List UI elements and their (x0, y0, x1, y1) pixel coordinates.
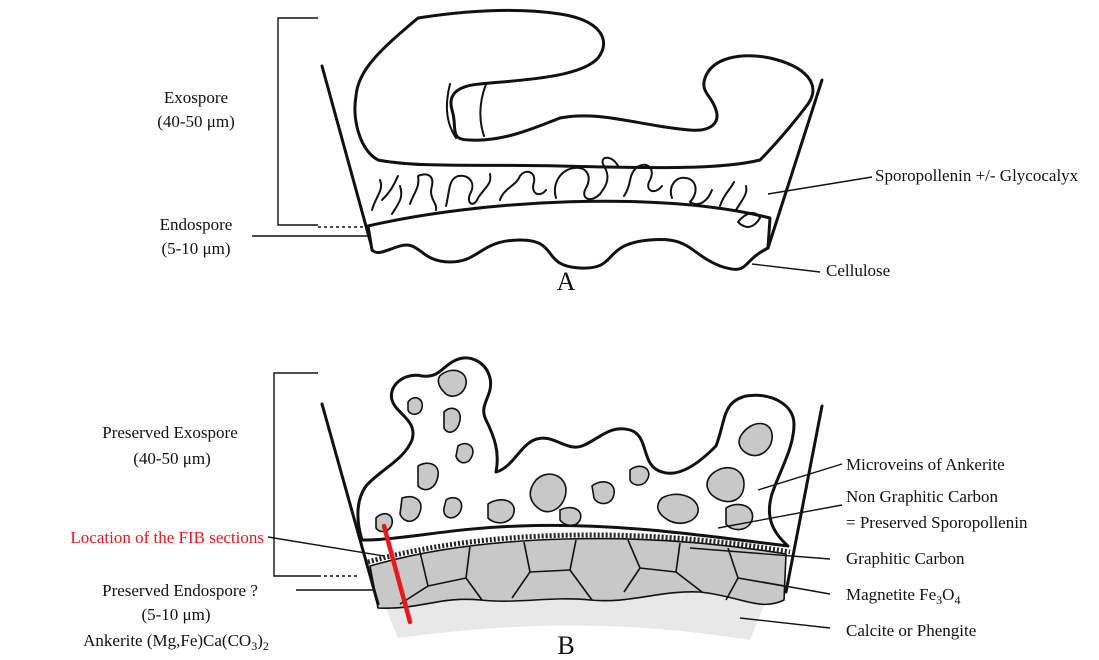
exospore-label: Exospore (164, 88, 228, 107)
calcite-label: Calcite or Phengite (846, 621, 976, 640)
sporopollenin-label: Sporopollenin +/- Glycocalyx (875, 166, 1079, 185)
endospore-label: Endospore (160, 215, 233, 234)
magnetite-formula-label: Magnetite Fe3O4 (846, 585, 960, 607)
ankerite-formula-label: Ankerite (Mg,Fe)Ca(CO3)2 (83, 631, 269, 653)
preserved-exospore-bracket (274, 373, 318, 576)
panel-a: Exospore (40-50 μm) Endospore (5-10 μm) … (157, 11, 1078, 296)
preserved-endospore-label: Preserved Endospore ? (102, 581, 258, 600)
fib-location-label: Location of the FIB sections (70, 528, 264, 547)
panel-b-letter: B (557, 631, 574, 660)
cellulose-label: Cellulose (826, 261, 890, 280)
preserved-exospore-label: Preserved Exospore (102, 423, 238, 442)
preserved-exospore-size-label: (40-50 μm) (133, 449, 211, 468)
exospore-size-label: (40-50 μm) (157, 112, 235, 131)
preserved-sporopollenin-label: = Preserved Sporopollenin (846, 513, 1028, 532)
endospore-size-label: (5-10 μm) (161, 239, 230, 258)
panel-b: Preserved Exospore (40-50 μm) Location o… (70, 358, 1028, 660)
panel-a-letter: A (557, 267, 576, 296)
preserved-endospore-size-label: (5-10 μm) (141, 605, 210, 624)
exospore-outer-shape (355, 11, 813, 168)
microveins-label: Microveins of Ankerite (846, 455, 1005, 474)
endospore-band (368, 201, 770, 269)
graphitic-carbon-label: Graphitic Carbon (846, 549, 965, 568)
non-graphitic-label: Non Graphitic Carbon (846, 487, 999, 506)
cellulose-leader (752, 264, 820, 272)
sporopollenin-leader (768, 177, 872, 194)
exospore-bracket (278, 18, 318, 225)
